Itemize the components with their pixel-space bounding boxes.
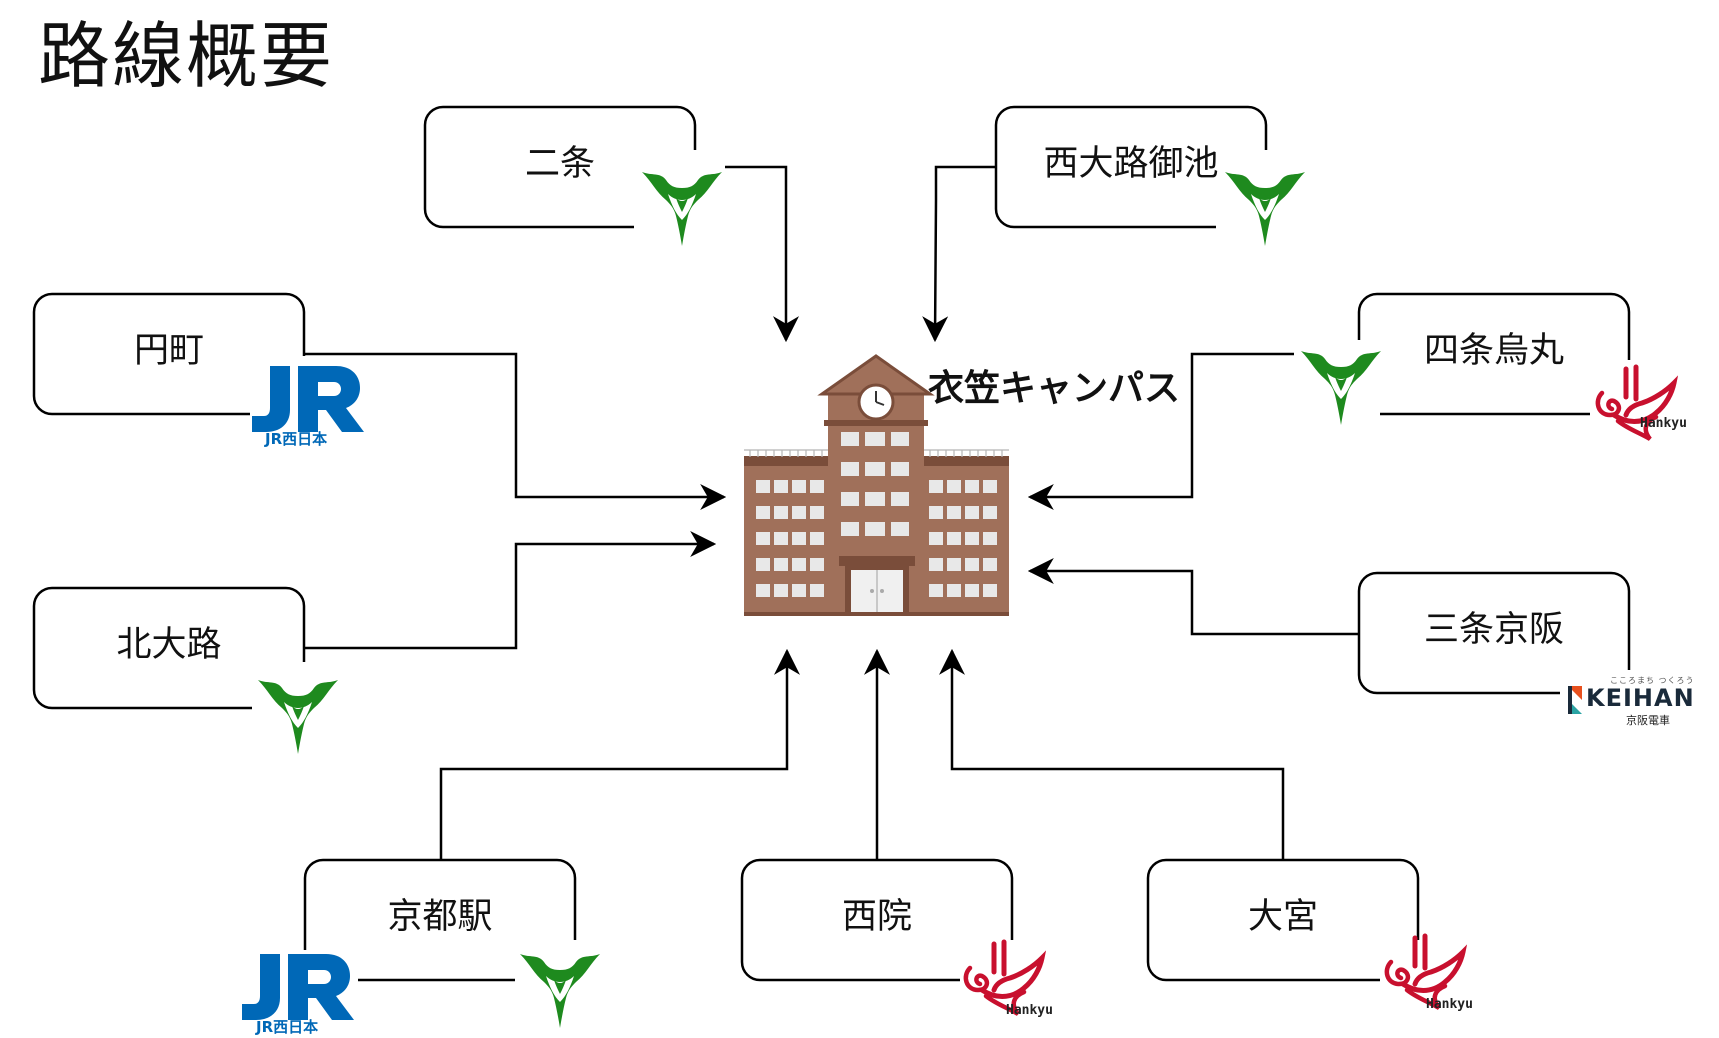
campus-building-icon	[744, 354, 1009, 616]
station-label-kyoto-station: 京都駅	[387, 897, 493, 937]
station-label-sanjo-keihan: 三条京阪	[1423, 610, 1564, 650]
connector-emmachi	[303, 352, 727, 510]
box-saiin	[740, 858, 1014, 982]
station-label-nijo: 二条	[524, 144, 595, 184]
connector-omiya	[939, 648, 1285, 860]
hankyu-caption: Hankyu	[1640, 416, 1687, 431]
connector-nishioji-oike	[922, 165, 997, 343]
box-kitaoji	[32, 586, 306, 710]
station-label-shijo-karasuma: 四条烏丸	[1423, 331, 1564, 371]
keihan-logo-mark	[1568, 686, 1582, 714]
station-label-nishioji-oike: 西大路御池	[1043, 144, 1219, 184]
connector-shijo-karasuma	[1027, 352, 1294, 510]
station-label-omiya: 大宮	[1247, 897, 1318, 937]
keihan-caption: 京阪電車	[1626, 714, 1670, 727]
box-omiya	[1146, 858, 1420, 982]
station-label-kitaoji: 北大路	[116, 625, 222, 665]
connector-nijo	[725, 165, 799, 343]
connectors	[303, 165, 1360, 860]
keihan-wordmark: KEIHAN	[1586, 684, 1695, 712]
jr-west-logo	[242, 366, 364, 1020]
hankyu-caption: Hankyu	[1426, 997, 1473, 1012]
jr-west-caption: JR西日本	[256, 1018, 319, 1036]
jr-west-caption: JR西日本	[265, 430, 328, 448]
box-sanjo-keihan	[1357, 571, 1631, 695]
connector-kyoto-station	[439, 648, 800, 860]
keihan-tagline: こころまち つくろう	[1610, 676, 1695, 685]
station-label-emmachi: 円町	[133, 331, 204, 371]
station-boxes	[32, 105, 1631, 982]
box-emmachi	[32, 292, 306, 416]
box-kyoto-station	[303, 858, 577, 982]
page-title: 路線概要	[38, 14, 335, 98]
station-label-saiin: 西院	[841, 897, 912, 937]
connector-sanjo-keihan	[1027, 558, 1360, 636]
hankyu-caption: Hankyu	[1006, 1003, 1053, 1018]
campus-name: 衣笠キャンパス	[928, 368, 1181, 409]
connector-kitaoji	[303, 531, 717, 650]
